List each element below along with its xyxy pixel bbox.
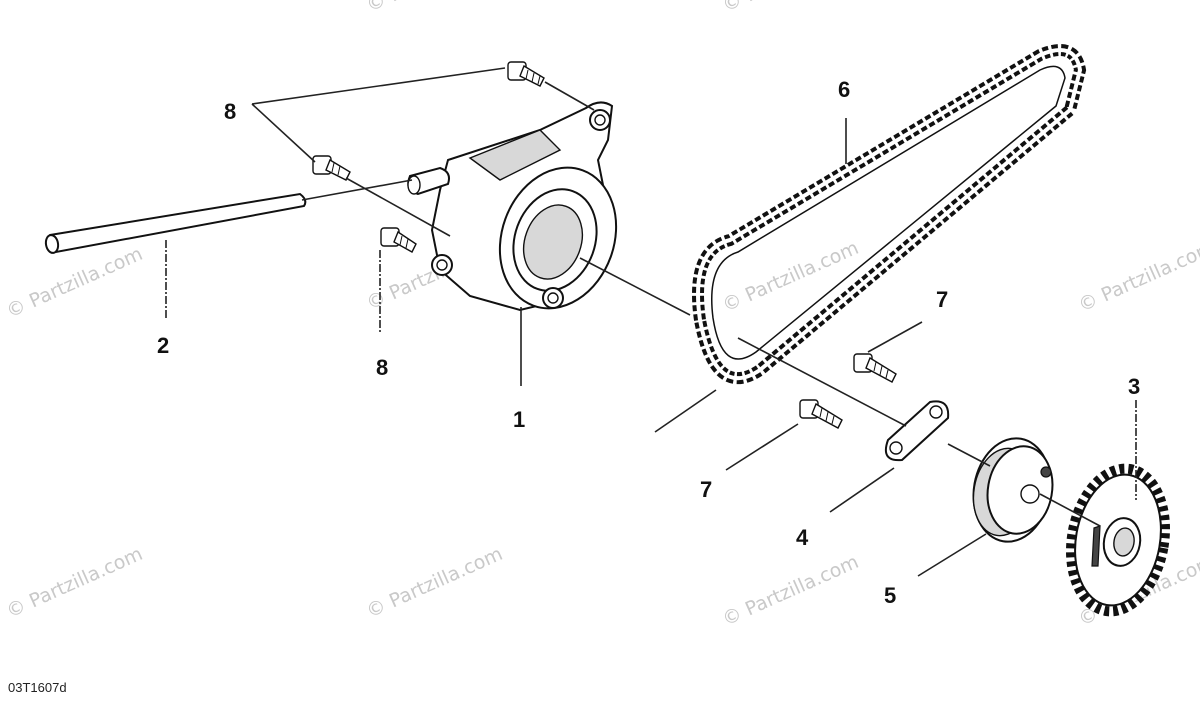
callout-7-lower[interactable]: 7: [700, 477, 712, 502]
part-1-housing[interactable]: [407, 101, 635, 324]
part-8-bolt-middle[interactable]: [312, 155, 351, 181]
callout-3[interactable]: 3: [1128, 374, 1140, 399]
callout-4[interactable]: 4: [796, 525, 809, 550]
watermark: © Partzilla.com: [719, 551, 862, 631]
watermark: © Partzilla.com: [719, 0, 862, 17]
diagram-code: 03T1607d: [8, 680, 67, 695]
callout-7-upper[interactable]: 7: [936, 287, 948, 312]
callout-6[interactable]: 6: [838, 77, 850, 102]
watermark: © Partzilla.com: [1075, 237, 1200, 317]
part-3-sprocket[interactable]: [1060, 461, 1176, 619]
watermark: © Partzilla.com: [3, 243, 146, 323]
callouts: 1 2 3 4 5 6 7 7 8 8: [157, 77, 1140, 608]
part-7-bolt-upper[interactable]: [853, 353, 897, 383]
callout-8-lower[interactable]: 8: [376, 355, 388, 380]
part-4-plate[interactable]: [884, 400, 950, 462]
watermark: © Partzilla.com: [363, 0, 506, 17]
part-8-bolt-lower[interactable]: [380, 227, 417, 253]
part-7-bolt-lower[interactable]: [799, 399, 843, 429]
part-8-bolt-top[interactable]: [507, 61, 545, 87]
callout-8-upper[interactable]: 8: [224, 99, 236, 124]
watermark: © Partzilla.com: [3, 543, 146, 623]
watermark: © Partzilla.com: [363, 543, 506, 623]
callout-5[interactable]: 5: [884, 583, 896, 608]
leader-lines: [165, 67, 1137, 577]
callout-1[interactable]: 1: [513, 407, 525, 432]
part-5-tensioner[interactable]: [966, 432, 1060, 548]
callout-2[interactable]: 2: [157, 333, 169, 358]
part-6-chain[interactable]: [692, 44, 1087, 385]
part-2-shaft[interactable]: [44, 192, 307, 254]
